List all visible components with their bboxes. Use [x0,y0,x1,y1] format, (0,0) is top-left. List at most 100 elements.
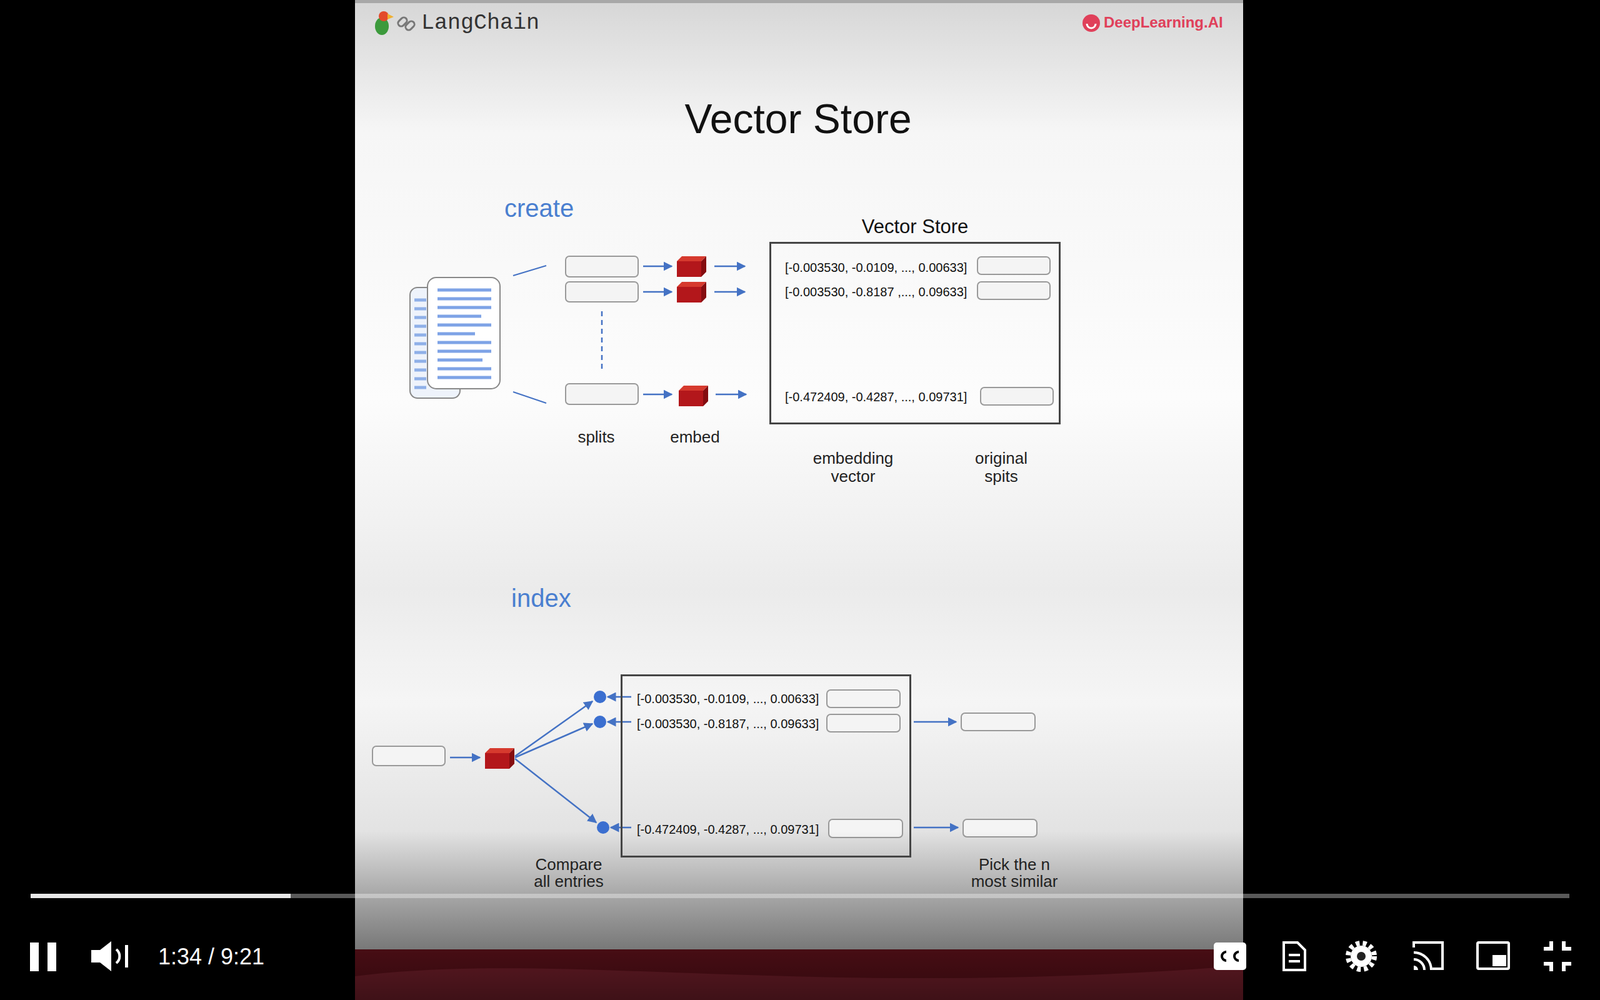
split-box [565,281,639,302]
player-controls [1477,942,1509,969]
vector-store-box: Vector Store[-0.003530, -0.0109, ..., 0.… [769,241,1061,425]
compare-dot [593,690,607,704]
compare-arrow [607,696,632,699]
document-icon [414,298,427,302]
player-controls [1413,959,1425,970]
document-icon [414,307,427,311]
column-label: original spits [959,449,1044,485]
store-heading: Vector Store [861,215,969,239]
step-label: embed [670,427,720,447]
compare-arrow [913,721,957,724]
compare-arrow [515,723,593,758]
embedding-vector: [-0.003530, -0.0109, ..., 0.00633] [636,691,819,707]
query-box [372,746,445,766]
player-controls [1492,955,1507,967]
embedding-cube [509,748,515,769]
embedding-cube [678,390,704,407]
embedding-cube [678,385,709,391]
document-icon [437,323,492,327]
player-controls [1213,942,1247,970]
embedding-cube [676,281,707,287]
split-fan-lines [513,265,547,404]
document-icon [414,325,427,329]
player-controls [1413,965,1419,970]
document-icon [414,300,427,388]
document-icon [437,306,492,310]
document-icon [414,316,427,320]
player-controls [1350,945,1372,967]
slide-title: Vector Store [684,94,912,144]
embedding-cube [676,256,707,262]
split-fan-lines [513,265,547,276]
flow-arrow [643,291,672,294]
embedding-cube [676,286,702,303]
original-split-box [980,387,1054,405]
langchain-logo [387,13,394,20]
compare-arrow [450,756,480,759]
column-label: embedding vector [798,449,909,485]
document-icon [437,332,475,336]
section-heading: create [504,193,574,224]
slide-background [355,0,1244,950]
embedding-vector: [-0.003530, -0.8187 ,..., 0.09633] [785,284,967,300]
document-icon [410,277,500,399]
compare-arrow [515,758,597,823]
document-icon [437,290,492,378]
section-heading: index [511,583,572,614]
compare-dot [593,715,607,729]
deeplearning-logo [1082,14,1100,32]
progress-bar [30,893,291,899]
player-controls [91,941,112,972]
document-icon [437,315,482,319]
compare-arrow [913,826,959,829]
player-controls [125,945,129,968]
flow-arrow [715,393,747,396]
step-label: splits [577,427,615,447]
embedding-cube [485,748,515,754]
player-controls [1234,951,1239,961]
player-controls [1288,960,1300,963]
document-icon [414,351,427,355]
original-split-box [826,690,900,708]
split-box [565,256,639,277]
document-icon [427,277,500,389]
flow-arrow [714,291,745,294]
player-controls [1283,942,1305,970]
embedding-vector: [-0.472409, -0.4287, ..., 0.09731] [785,389,967,405]
player-controls [30,942,39,972]
step-label: Pick the n most similar [967,856,1062,891]
split-box [565,256,639,405]
player-controls [1543,941,1572,972]
player-controls [1348,943,1375,970]
slide-top-line [355,0,1244,4]
embedding-cube [701,281,707,303]
document-icon [437,367,492,371]
flow-arrow [643,393,672,396]
document-icon [414,377,427,381]
deeplearning-logo [1082,14,1100,32]
embedding-cube [676,261,702,277]
split-box [565,383,639,405]
document-icon [437,288,492,292]
player-controls [30,941,1572,972]
document-icon [414,342,427,346]
player-controls [116,949,120,964]
player-controls [1413,952,1432,970]
embedding-vector: [-0.472409, -0.4287, ..., 0.09731] [636,821,819,837]
vector-store-box: [-0.003530, -0.0109, ..., 0.00633] [-0.00… [620,674,912,858]
progress-bar [30,893,1570,899]
step-label: Compare all entries [525,856,613,891]
flow-arrow [643,265,672,268]
original-split-box [977,281,1050,300]
document-icon [414,368,427,372]
player-controls [1288,953,1300,957]
player-controls [47,942,57,972]
langchain-logo [375,11,416,35]
embedding-vector: [-0.003530, -0.8187, ..., 0.09633] [636,716,819,732]
original-split-box [826,714,900,732]
result-box [961,713,1037,837]
original-split-box [977,256,1050,275]
brand-name: LangChain [421,10,540,37]
